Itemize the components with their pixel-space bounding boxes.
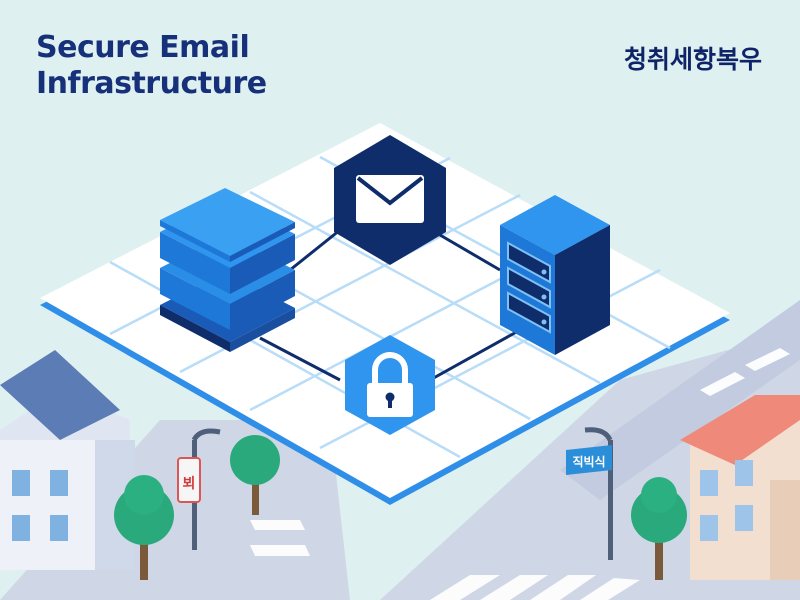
- tree-left-front: [114, 475, 174, 580]
- server-rack-icon: [500, 195, 610, 355]
- street-lamp-right: [566, 427, 613, 560]
- tree-right: [631, 477, 687, 580]
- database-icon: [160, 188, 295, 352]
- street-sign-right-text: 직빅식: [572, 454, 605, 469]
- street-lamp-left: [177, 428, 221, 550]
- house-right: [680, 395, 800, 580]
- page-title-line-1: Secure Email: [36, 30, 250, 65]
- padlock-icon: [345, 335, 435, 435]
- envelope-icon: [334, 135, 446, 265]
- brand-wordmark: 청취세항복우: [623, 45, 762, 74]
- page-title: Secure Email Infrastructure: [36, 30, 267, 102]
- connection-lines: [259, 228, 521, 382]
- street-sign-left-text: 뵈: [183, 475, 196, 492]
- road-markings: [250, 348, 790, 600]
- page-title-line-2: Infrastructure: [36, 66, 267, 101]
- tree-left-back: [230, 435, 280, 515]
- house-left: [0, 350, 135, 570]
